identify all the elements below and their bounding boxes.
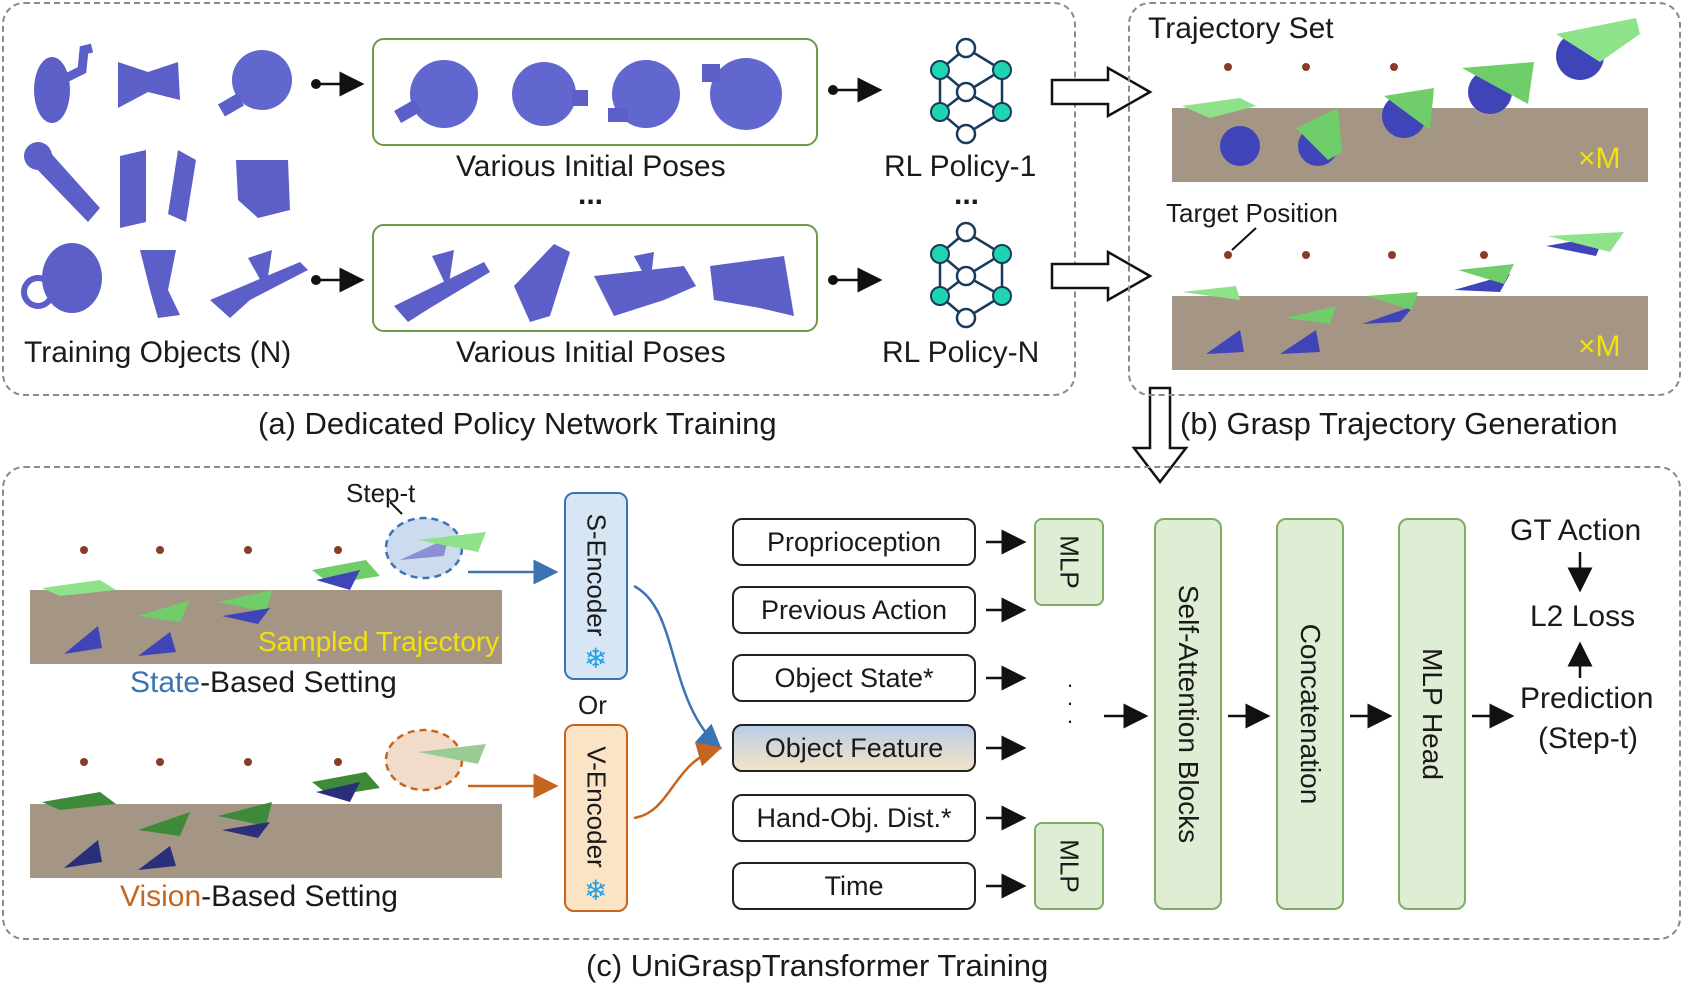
object-vase (140, 250, 180, 318)
mlp-bottom: MLP (1034, 822, 1104, 910)
panel-b-frame (1128, 2, 1681, 396)
self-attention-block: Self-Attention Blocks (1154, 518, 1222, 910)
object-jet (210, 262, 308, 318)
panel-c-caption: (c) UniGraspTransformer Training (586, 948, 1049, 983)
vision-setting-label: Vision-Based Setting (120, 880, 398, 914)
object-torch (30, 150, 100, 222)
training-objects-label: Training Objects (N) (24, 336, 292, 369)
prediction-label: Prediction (1520, 682, 1654, 715)
policy-1-label: RL Policy-1 (884, 150, 1037, 183)
multiplier-2: ×M (1578, 330, 1621, 363)
object-bow (118, 62, 180, 108)
v-encoder-snowflake-icon: ❄ (584, 875, 608, 906)
input-previous-action: Previous Action (732, 586, 976, 634)
state-setting-label: State-Based Setting (130, 666, 397, 700)
panel-a-caption: (a) Dedicated Policy Network Training (258, 406, 777, 441)
input-hand-obj-dist: Hand-Obj. Dist.* (732, 794, 976, 842)
state-suffix: -Based Setting (200, 666, 397, 699)
state-word: State (130, 666, 201, 699)
input-object-feature: Object Feature (732, 724, 976, 772)
object-bottle (168, 150, 196, 222)
poses-frame-2 (372, 224, 818, 332)
concatenation-block: Concatenation (1276, 518, 1344, 910)
object-plate (34, 57, 70, 123)
object-mug (42, 243, 102, 313)
object-mug-handle (21, 275, 55, 309)
prediction-step-label: (Step-t) (1538, 722, 1639, 755)
target-position-label: Target Position (1166, 198, 1338, 228)
s-encoder-box: S-Encoder ❄ (564, 492, 628, 680)
input-proprioception: Proprioception (732, 518, 976, 566)
l2-loss-label: L2 Loss (1530, 600, 1636, 633)
object-torch-head (24, 142, 52, 170)
input-time: Time (732, 862, 976, 910)
object-ball-1-handle (217, 93, 245, 117)
gt-action-label: GT Action (1510, 514, 1642, 547)
s-encoder-snowflake-icon: ❄ (584, 643, 608, 674)
poses-ellipsis: ... (578, 178, 604, 211)
mlp-head-block: MLP Head (1398, 518, 1466, 910)
input-object-state: Object State* (732, 654, 976, 702)
vision-word: Vision (120, 880, 202, 913)
poses-1-art (394, 58, 782, 130)
vision-suffix: -Based Setting (201, 880, 398, 913)
v-encoder-box: V-Encoder ❄ (564, 724, 628, 912)
object-box (120, 150, 146, 228)
mlp-top: MLP (1034, 518, 1104, 606)
ellipsis-dots: ··· (1066, 672, 1074, 733)
policy-ellipsis: ... (954, 178, 980, 211)
poses-frame-1 (372, 38, 818, 146)
panel-b-caption: (b) Grasp Trajectory Generation (1180, 406, 1618, 441)
panel-c-frame (2, 466, 1681, 940)
object-jet-wing (248, 250, 272, 290)
or-label: Or (578, 690, 607, 720)
poses-label-2: Various Initial Poses (456, 336, 726, 369)
trajectory-set-title: Trajectory Set (1148, 12, 1334, 45)
object-flask (236, 160, 290, 218)
object-ball-1 (232, 50, 292, 110)
policy-n-label: RL Policy-N (882, 336, 1040, 369)
multiplier-1: ×M (1578, 142, 1621, 175)
step-t-label: Step-t (346, 478, 416, 508)
poses-label-1: Various Initial Poses (456, 150, 726, 183)
poses-2-art (394, 244, 794, 322)
sampled-trajectory-label: Sampled Trajectory (258, 626, 500, 657)
object-hook (59, 43, 94, 85)
panel-a-frame (2, 2, 1076, 396)
